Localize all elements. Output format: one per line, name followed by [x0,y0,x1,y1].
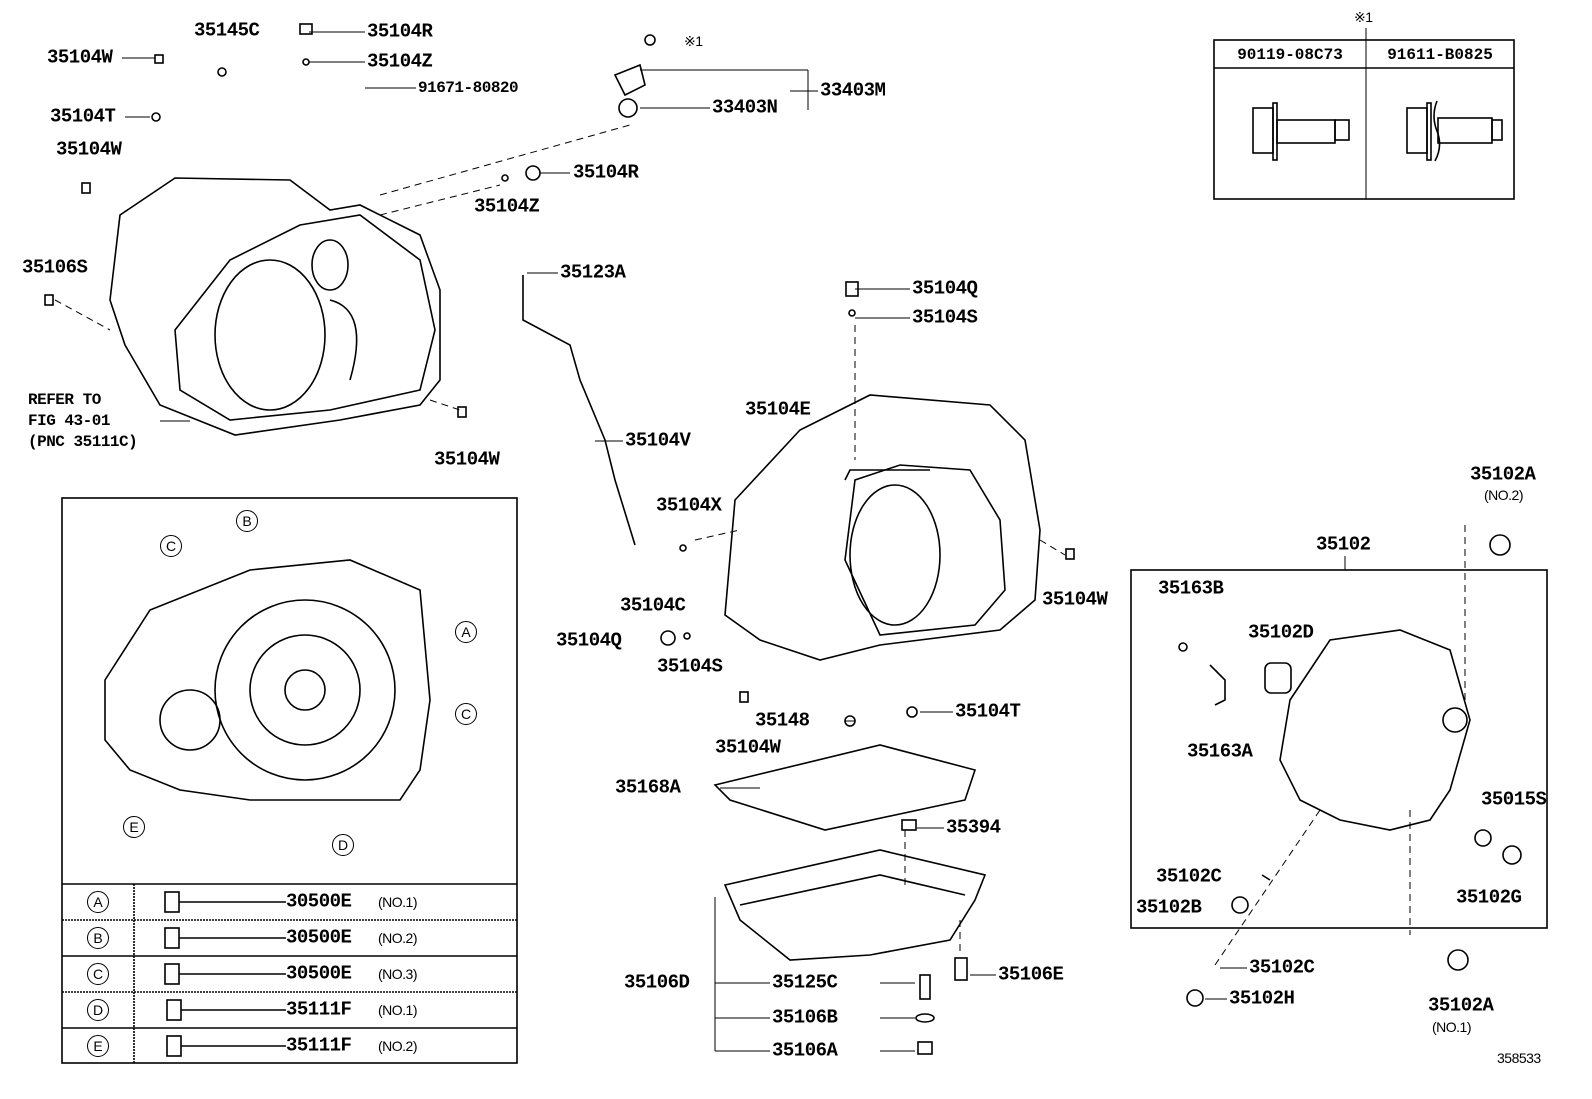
inset-marker-circle: A [455,621,477,643]
bolt-table-col-2: 91611-B0825 [1387,46,1493,64]
part-callout: 35015S [1481,788,1547,811]
inset-frame [61,497,518,1064]
part-callout: 35106D [624,971,690,994]
inset-marker-circle: B [236,510,258,532]
part-callout: 35104W [47,46,113,69]
part-callout: 35102C [1249,956,1315,979]
part-callout: ※1 [684,33,703,49]
part-callout: 35102D [1248,621,1314,644]
refer-note-line2: FIG 43-01 [28,412,110,430]
transfer-cover-box [1130,569,1548,929]
part-callout: 35394 [946,816,1001,839]
inset-row-part: 30500E [286,926,352,949]
bolt-table-marker: ※1 [1354,9,1373,25]
inset-marker-circle: C [455,703,477,725]
inset-row-part: 30500E [286,962,352,985]
part-callout: 35104W [434,448,500,471]
leader-lines [122,31,1346,1052]
diagram-id: 358533 [1497,1050,1541,1066]
part-callout: 35104V [625,429,691,452]
part-callout: 35104W [715,736,781,759]
part-callout: (NO.2) [1484,487,1524,503]
part-callout: 35104Z [474,195,540,218]
part-callout: 35106A [772,1039,838,1062]
part-callout: 35104W [56,138,122,161]
part-callout: 35104T [955,700,1021,723]
part-callout: 35102H [1229,987,1295,1010]
part-callout: 35106E [998,963,1064,986]
refer-note-line3: (PNC 35111C) [28,433,138,451]
part-callout: 35104Z [367,50,433,73]
part-callout: 33403M [820,79,886,102]
inset-row-part: 35111F [286,1034,352,1057]
part-callout: 35102C [1156,865,1222,888]
part-callout: 35102B [1136,896,1202,919]
inset-row-key: E [87,1035,109,1057]
part-callout: 35104C [620,594,686,617]
part-callout: 35104X [656,494,722,517]
part-callout: 35104R [367,20,433,43]
part-callout: 35148 [755,709,810,732]
inset-row-key: A [87,891,109,913]
small-fasteners [44,23,1522,1055]
part-callout: 91671-80820 [418,79,519,97]
part-callout: 33403N [712,96,778,119]
inset-row-key: C [87,963,109,985]
part-callout: 35104R [573,161,639,184]
oil-pan [723,849,987,961]
dashed-assembly-lines [54,124,1466,966]
oil-tube-35104V [522,275,636,546]
transaxle-housing-upper-left [109,177,441,436]
bolt-table-col-1: 90119-08C73 [1237,46,1343,64]
inset-row-key: B [87,927,109,949]
part-callout: 35125C [772,971,838,994]
part-callout: 35104T [50,105,116,128]
part-callout: 35102G [1456,886,1522,909]
inset-marker-circle: C [160,535,182,557]
part-callout: 35104Q [912,277,978,300]
inset-row-part: 30500E [286,890,352,913]
part-callout: 35163A [1187,740,1253,763]
inset-row-note: (NO.2) [378,930,418,946]
part-callout: 35106S [22,256,88,279]
inset-bolt-icons [164,891,286,1057]
part-callout: 35102 [1316,533,1371,556]
inset-marker-circle: E [123,816,145,838]
part-callout: 35163B [1158,577,1224,600]
part-callout: 35104W [1042,588,1108,611]
part-callout: 35106B [772,1006,838,1029]
inset-row-key: D [87,999,109,1021]
bolt-table-frame [1213,28,1515,200]
oil-pan-gasket [713,744,977,831]
inset-row-part: 35111F [286,998,352,1021]
inset-row-note: (NO.3) [378,966,418,982]
inset-marker-circle: D [332,834,354,856]
part-callout: 35102A [1428,994,1494,1017]
part-callout: 35104Q [556,629,622,652]
part-callout: 35104E [745,398,811,421]
part-callout: 35168A [615,776,681,799]
part-callout: 35102A [1470,463,1536,486]
inset-row-note: (NO.1) [378,894,418,910]
part-callout: 35123A [560,261,626,284]
transmission-case-center [724,394,1041,661]
flange-bolt-with-washer-icon [1406,100,1503,162]
part-callout: 35145C [194,19,260,42]
flange-bolt-icon [1252,102,1350,161]
part-callout: (NO.1) [1432,1019,1472,1035]
inset-row-note: (NO.1) [378,1002,418,1018]
refer-note-line1: REFER TO [28,391,101,409]
part-callout: 35104S [657,655,723,678]
inset-row-note: (NO.2) [378,1038,418,1054]
part-callout: 35104S [912,306,978,329]
